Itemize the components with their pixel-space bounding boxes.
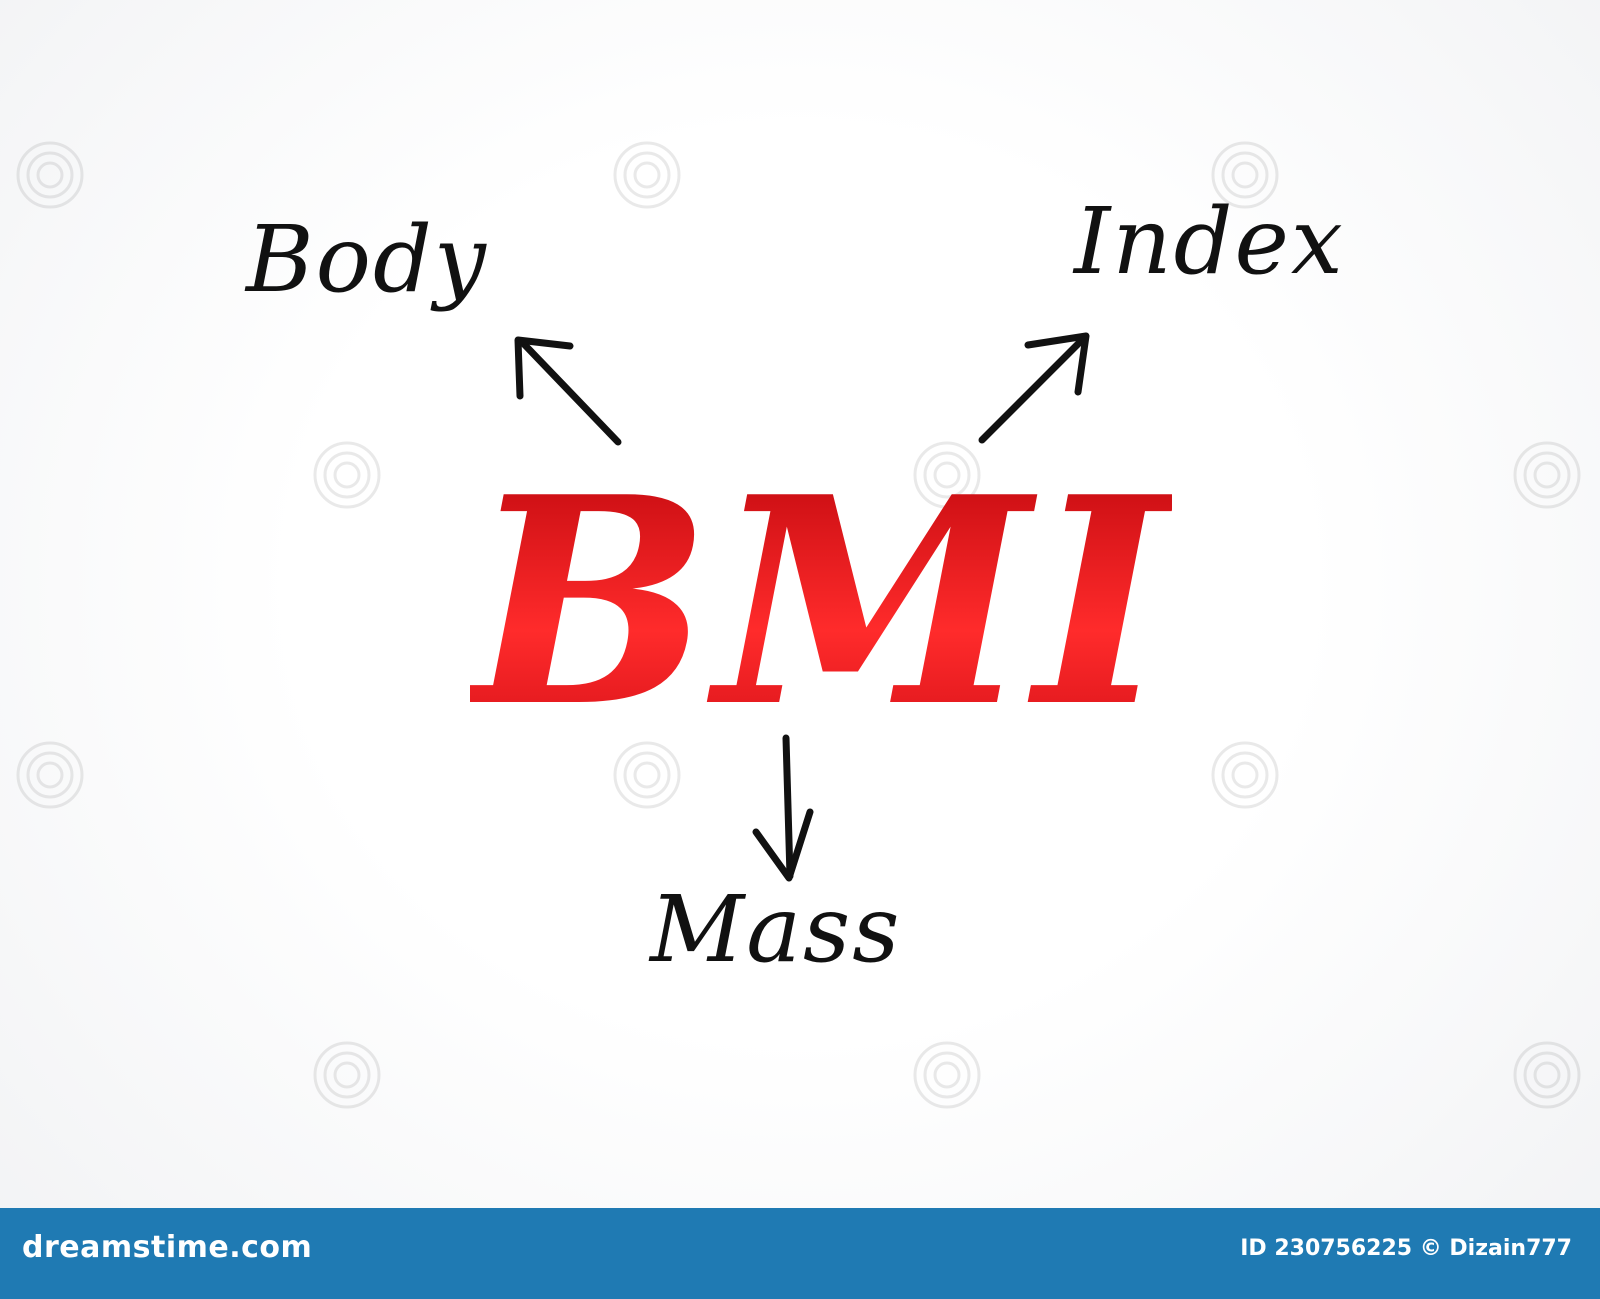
watermark-spiral-icon (613, 141, 681, 209)
diagram-canvas: Body Index Mass BMI (16, 141, 1581, 1109)
watermark-spiral-icon (913, 1041, 981, 1109)
image-id-credit: ID 230756225 © Dizain777 (1240, 1236, 1572, 1261)
watermark-spiral-icon (16, 141, 84, 209)
watermark-spiral-icon (613, 741, 681, 809)
term-mass: Mass (650, 876, 902, 983)
watermark-spiral-icon (1211, 141, 1279, 209)
watermark-spiral-icon (313, 1041, 381, 1109)
watermark-spiral-icon (1211, 741, 1279, 809)
watermark-spiral-icon (913, 441, 981, 509)
arrow-to-mass (752, 734, 814, 882)
dreamstime-logo[interactable]: dreamstime.com (22, 1230, 313, 1265)
watermark-spiral-icon (1513, 1041, 1581, 1109)
term-index: Index (1074, 188, 1345, 295)
term-body: Body (246, 206, 488, 313)
acronym-bmi: BMI (470, 435, 1172, 770)
arrow-to-index (978, 332, 1090, 444)
diagram-arrows (514, 332, 1090, 882)
arrow-to-body (514, 336, 622, 446)
watermark-spiral-icon (1513, 441, 1581, 509)
watermark-spiral-icon (16, 741, 84, 809)
watermark-spiral-icon (313, 441, 381, 509)
footer-bar: dreamstime.com ID 230756225 © Dizain777 (0, 1208, 1600, 1299)
